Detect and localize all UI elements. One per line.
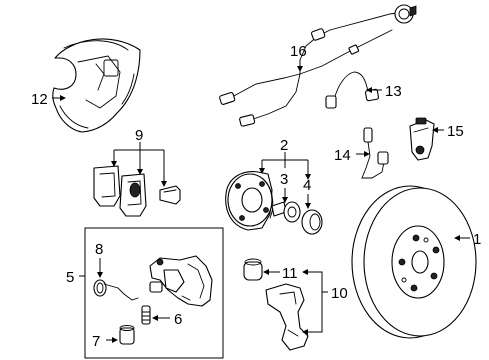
callout-labels: 1 2 3 4 5 6 7 8 9 10 11 12 13 14 15 16 — [31, 43, 481, 350]
callout-15: 15 — [447, 123, 464, 140]
hub-bearing[interactable] — [225, 171, 274, 231]
brake-pads[interactable] — [93, 165, 181, 217]
callout-12: 12 — [31, 91, 48, 108]
callout-7: 7 — [92, 333, 100, 350]
brake-rotor[interactable] — [351, 185, 477, 339]
callout-9: 9 — [135, 127, 143, 144]
caliper-kit-frame — [84, 227, 224, 359]
spring-clip[interactable] — [93, 279, 139, 301]
callout-3: 3 — [280, 171, 288, 188]
callout-2: 2 — [280, 137, 288, 154]
leader-lines — [52, 60, 470, 343]
callout-8: 8 — [95, 241, 103, 258]
splash-shield[interactable] — [52, 38, 141, 133]
dust-cap[interactable] — [119, 325, 135, 345]
callout-10: 10 — [331, 285, 348, 302]
callout-11: 11 — [282, 265, 298, 282]
callout-6: 6 — [174, 311, 182, 328]
wheel-speed-sensor[interactable] — [409, 117, 435, 161]
guide-pin-boot[interactable] — [243, 258, 263, 281]
callout-14: 14 — [334, 147, 351, 164]
wear-sensor-wire[interactable] — [361, 127, 389, 179]
callout-13: 13 — [385, 83, 402, 100]
bleeder-screw[interactable] — [141, 305, 151, 325]
brake-caliper[interactable] — [149, 255, 213, 307]
callout-4: 4 — [303, 177, 311, 194]
wiring-harness[interactable] — [219, 4, 417, 127]
caliper-bracket[interactable] — [265, 283, 309, 351]
abs-sensor-cable[interactable] — [325, 71, 380, 109]
callout-5: 5 — [66, 269, 74, 286]
callout-1: 1 — [473, 231, 481, 248]
hub-bolt[interactable] — [271, 201, 301, 223]
callout-16: 16 — [290, 43, 307, 60]
grease-cap[interactable] — [301, 209, 323, 235]
